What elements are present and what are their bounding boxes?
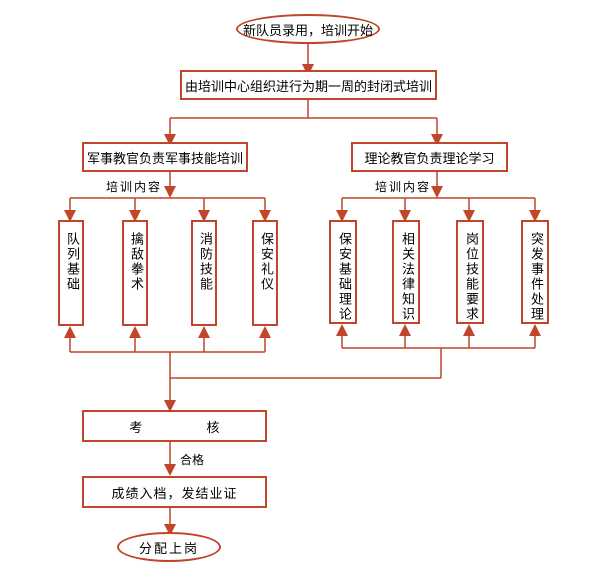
theory-training-label: 理论教官负责理论学习 [364, 151, 495, 167]
military-training-node: 军事教官负责军事技能培训 [82, 142, 248, 172]
right-item-3-label: 岗位技能要求 [463, 232, 478, 322]
theory-training-node: 理论教官负责理论学习 [351, 142, 508, 172]
assessment-node: 考 核 [82, 410, 267, 442]
assessment-label: 考 核 [129, 420, 250, 436]
right-item-1: 保安基础理论 [329, 220, 357, 324]
right-item-2: 相关法律知识 [392, 220, 420, 324]
military-training-label: 军事教官负责军事技能培训 [86, 151, 243, 167]
start-node-label: 新队员录用，培训开始 [242, 23, 373, 39]
left-item-1: 队列基础 [58, 220, 84, 326]
right-item-4: 突发事件处理 [521, 220, 549, 324]
start-node: 新队员录用，培训开始 [236, 14, 380, 44]
right-item-3: 岗位技能要求 [456, 220, 484, 324]
left-content-label: 培训内容 [106, 180, 163, 194]
archive-node: 成绩入档，发结业证 [82, 476, 267, 508]
closed-training-label: 由培训中心组织进行为期一周的封闭式培训 [184, 79, 432, 95]
end-node: 分配上岗 [117, 532, 221, 562]
pass-label: 合格 [180, 453, 205, 467]
left-item-2-label: 擒敌拳术 [128, 232, 143, 292]
left-item-4: 保安礼仪 [252, 220, 278, 326]
archive-label: 成绩入档，发结业证 [111, 486, 238, 502]
left-item-3-label: 消防技能 [197, 232, 212, 292]
right-item-4-label: 突发事件处理 [528, 232, 543, 322]
closed-training-node: 由培训中心组织进行为期一周的封闭式培训 [180, 70, 437, 100]
right-content-label: 培训内容 [375, 180, 432, 194]
left-item-4-label: 保安礼仪 [258, 232, 273, 292]
left-item-1-label: 队列基础 [64, 232, 79, 292]
right-item-1-label: 保安基础理论 [336, 232, 351, 322]
end-node-label: 分配上岗 [138, 541, 199, 557]
left-item-2: 擒敌拳术 [122, 220, 148, 326]
right-item-2-label: 相关法律知识 [399, 232, 414, 322]
left-item-3: 消防技能 [191, 220, 217, 326]
